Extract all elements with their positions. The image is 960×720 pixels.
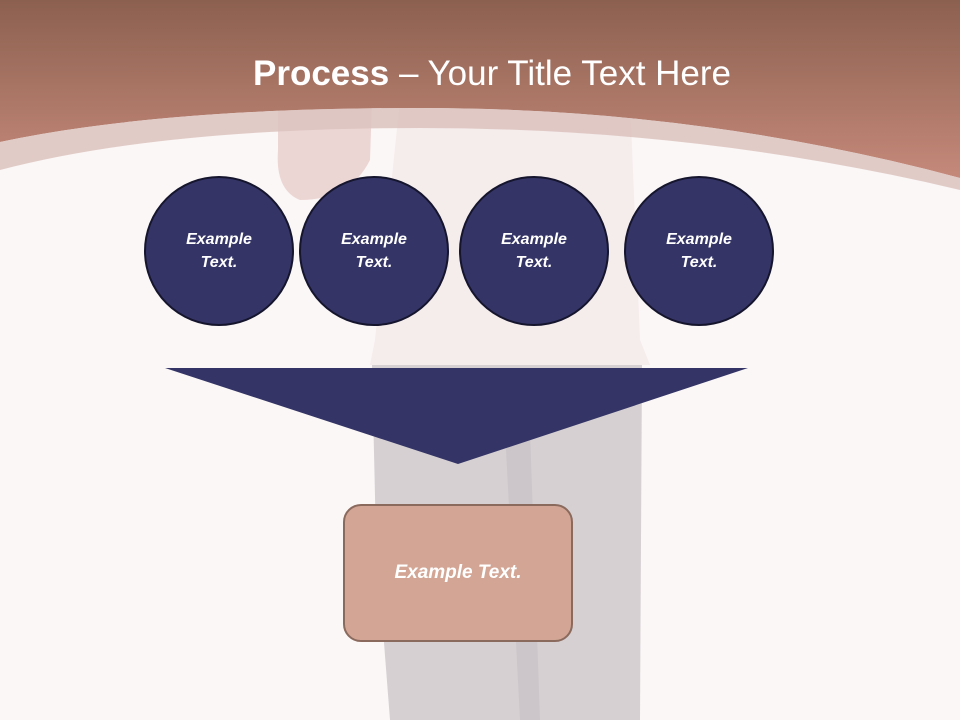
slide-title: Process – Your Title Text Here [0, 52, 960, 96]
process-step-label: Example Text. [666, 231, 732, 271]
title-strong: Process [253, 54, 390, 93]
process-step-circle: Example Text. [299, 176, 449, 326]
result-label: Example Text. [394, 562, 522, 583]
process-step-circle: Example Text. [624, 176, 774, 326]
process-step-label: Example Text. [186, 231, 252, 271]
process-step-circle: Example Text. [459, 176, 609, 326]
process-step-circle: Example Text. [144, 176, 294, 326]
title-rest: – Your Title Text Here [389, 54, 731, 93]
process-step-label: Example Text. [501, 231, 567, 271]
header-band [0, 0, 960, 190]
result-box: Example Text. [343, 504, 573, 642]
process-step-label: Example Text. [341, 231, 407, 271]
